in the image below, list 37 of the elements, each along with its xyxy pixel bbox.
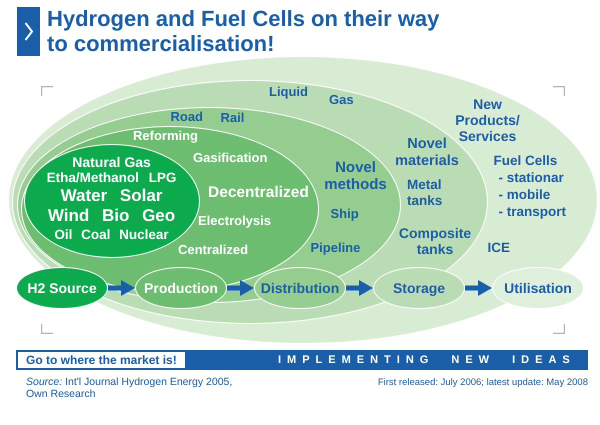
item-label: Wind Bio Geo — [48, 206, 176, 226]
item-label: Gas — [329, 93, 354, 108]
stage-label: Storage — [392, 280, 446, 296]
item-label: Water Solar — [60, 186, 162, 206]
item-label: Electrolysis — [198, 214, 271, 229]
item-label: Centralized — [178, 243, 248, 258]
stage-label: Distribution — [260, 280, 340, 296]
item-label: Fuel Cells — [494, 152, 558, 168]
flow-arrow — [108, 280, 135, 296]
flow-arrow — [465, 280, 492, 296]
item-label: Gasification — [193, 151, 268, 166]
slogan-text: IMPLEMENTING NEW IDEAS — [278, 353, 576, 368]
stage-label: Production — [144, 280, 218, 296]
tagline: Go to where the market is! — [18, 352, 185, 368]
item-label: Road — [170, 110, 203, 124]
item-label: Rail — [220, 110, 244, 126]
item-label: - transport — [498, 204, 566, 220]
item-label: ICE — [488, 240, 510, 256]
item-label: Composite tanks — [398, 225, 472, 258]
title: Hydrogen and Fuel Cells on their way to commercialisation! — [47, 6, 440, 56]
stage-label: H2 Source — [27, 280, 97, 296]
flow-arrow — [346, 280, 373, 296]
item-label: Reforming — [133, 129, 198, 144]
item-label: - mobile — [498, 186, 550, 202]
item-label: Decentralized — [208, 184, 309, 202]
item-label: Pipeline — [310, 240, 360, 256]
item-label: Ship — [330, 206, 359, 222]
item-label: - stationar — [498, 170, 564, 186]
item-label: Oil Coal Nuclear — [54, 226, 169, 242]
item-label: Natural Gas — [72, 154, 151, 170]
item-label: Novel methods — [324, 158, 387, 193]
item-label: Etha/Methanol LPG — [46, 170, 176, 186]
source-note: Source: Int'l Journal Hydrogen Energy 2005, Own Research — [26, 376, 234, 400]
item-label: Liquid — [269, 85, 308, 100]
stage-label: Utilisation — [504, 280, 572, 296]
item-label: Metal tanks — [407, 177, 442, 208]
release-note: First released: July 2006; latest update: May 2008 — [378, 377, 588, 388]
